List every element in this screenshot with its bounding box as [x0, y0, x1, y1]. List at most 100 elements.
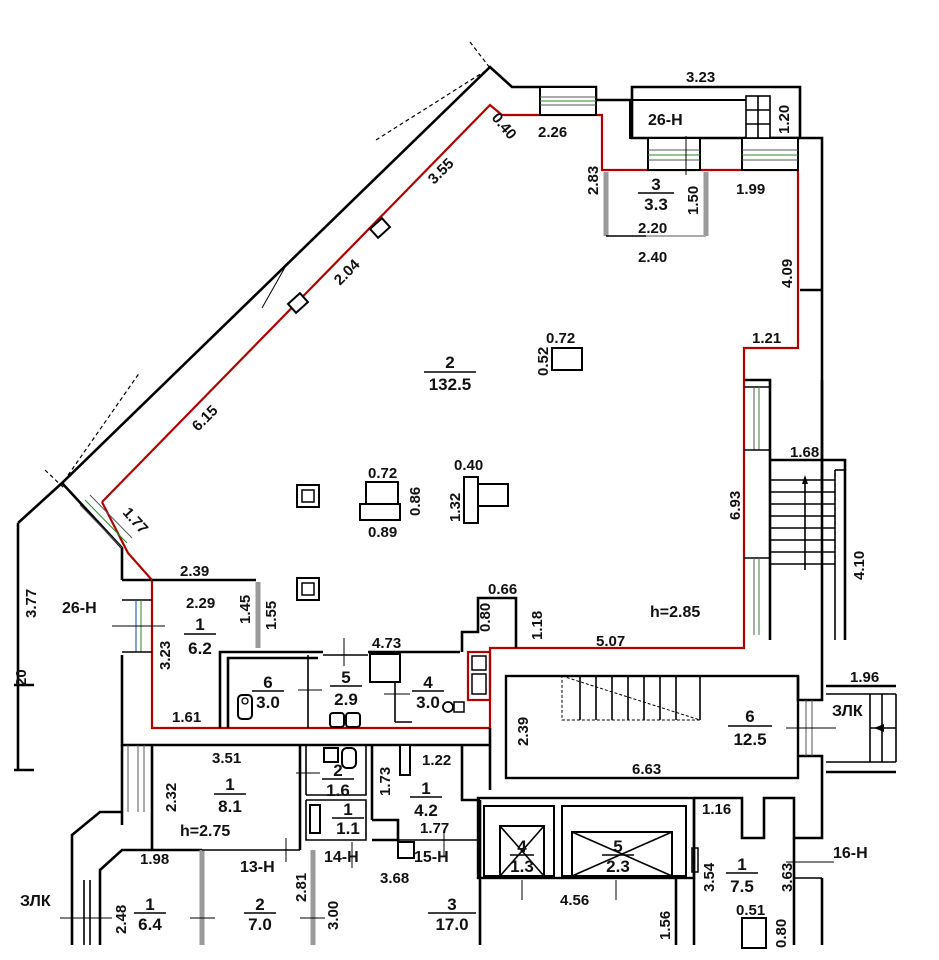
- projection-lines: [44, 41, 491, 489]
- svg-text:1: 1: [737, 855, 746, 874]
- dim: 0.80: [773, 919, 790, 948]
- unit-label-13h: 13-Н: [240, 859, 275, 876]
- unit-label-zlk-right: ЗЛК: [832, 703, 863, 720]
- column-5: [463, 476, 479, 524]
- dim: 1.77: [119, 504, 151, 537]
- dim: 2.83: [585, 166, 602, 195]
- dim: 3.77: [23, 589, 40, 618]
- dim: 1.73: [377, 767, 394, 796]
- svg-text:2: 2: [333, 761, 342, 780]
- stair-arrow-icon: [802, 475, 808, 484]
- dim: 4.09: [779, 259, 796, 288]
- svg-text:7.0: 7.0: [248, 915, 272, 934]
- room-top-3: 33.3: [638, 175, 674, 214]
- dim: 4.73: [372, 635, 401, 652]
- window-diagonal-left: [79, 494, 133, 549]
- dim: 1.21: [752, 330, 781, 347]
- room-bot-1-64: 16.4: [134, 895, 166, 934]
- room-low-1-11: 11.1: [332, 800, 364, 838]
- unit-label-zlk-left: ЗЛК: [20, 893, 51, 910]
- dim: 1.18: [529, 611, 546, 640]
- svg-text:3.0: 3.0: [256, 693, 280, 712]
- svg-text:4.2: 4.2: [414, 801, 438, 820]
- dim: 1.55: [263, 601, 280, 630]
- zlk-right-steps: [826, 684, 897, 774]
- dim: 2.32: [163, 783, 180, 812]
- window-left-lower: [127, 745, 145, 812]
- room-low-1-81: 18.1: [214, 775, 246, 816]
- window-right-1: [744, 386, 770, 451]
- dim: 4.10: [851, 551, 868, 580]
- dim: 3.63: [779, 863, 796, 892]
- dim: 2.29: [186, 595, 215, 612]
- svg-text:2.9: 2.9: [334, 690, 358, 709]
- room-right-1-75: 17.5: [726, 855, 758, 896]
- svg-text:6: 6: [745, 707, 754, 726]
- dim: 3.00: [325, 901, 342, 930]
- column-1: [551, 347, 583, 371]
- svg-text:2: 2: [255, 895, 264, 914]
- room-low-2-16: 21.6: [322, 761, 354, 800]
- door-ticks: [261, 136, 687, 900]
- window-top-1: [539, 86, 597, 116]
- dim: 3.55: [425, 155, 458, 188]
- svg-text:3.0: 3.0: [416, 693, 440, 712]
- svg-text:4: 4: [423, 673, 433, 692]
- dim: 5.07: [596, 633, 625, 650]
- columns: [286, 216, 583, 601]
- dim: 2.40: [638, 249, 667, 266]
- svg-text:4: 4: [517, 837, 527, 856]
- room-lift-5: 52.3: [602, 837, 634, 876]
- column-4-base: [359, 503, 401, 521]
- svg-text:12.5: 12.5: [733, 730, 766, 749]
- svg-text:1: 1: [225, 775, 234, 794]
- far-left-walls: [14, 683, 34, 772]
- window-right-2: [744, 557, 770, 635]
- ceiling-height-main: h=2.85: [650, 604, 700, 621]
- dim: 2.39: [180, 563, 209, 580]
- dim: 1.50: [685, 186, 702, 215]
- room-7-5-walls: [694, 796, 834, 949]
- dim: 1.77: [420, 820, 449, 837]
- dim: 1.56: [657, 911, 674, 940]
- svg-text:6.4: 6.4: [138, 915, 162, 934]
- stairs-small-top: [745, 95, 771, 139]
- svg-text:5: 5: [613, 837, 622, 856]
- dim: 0.72: [368, 465, 397, 482]
- dim: 1.16: [702, 801, 731, 818]
- room-lift-4: 41.3: [510, 837, 534, 876]
- unit-labels: 26-Н 26-Н 13-Н 14-Н 15-Н 16-Н ЗЛК ЗЛК h=…: [20, 112, 868, 910]
- dim: 6.93: [727, 491, 744, 520]
- room-wc-4: 43.0: [412, 673, 444, 712]
- stair-treads: [770, 479, 835, 565]
- dim: 2.20: [638, 220, 667, 237]
- svg-text:3.3: 3.3: [644, 195, 668, 214]
- svg-text:1: 1: [145, 895, 154, 914]
- dim: 3.54: [701, 862, 718, 892]
- dim: 0.40: [454, 457, 483, 474]
- dim: 0.51: [736, 902, 765, 919]
- lower-block-walls: [60, 744, 482, 945]
- dim: 3.51: [212, 750, 241, 767]
- svg-text:6.2: 6.2: [188, 639, 212, 658]
- dim: 4.56: [560, 892, 589, 909]
- unit-label-15h: 15-Н: [414, 849, 449, 866]
- dim: 1.22: [422, 752, 451, 769]
- corridor-walls: [152, 728, 492, 790]
- svg-text:2: 2: [445, 353, 454, 372]
- window-top-2: [647, 137, 701, 171]
- stair-room-6: [504, 650, 836, 800]
- room-bot-2-70: 27.0: [244, 895, 276, 934]
- window-left-26h: [112, 599, 165, 653]
- room-low-1-42: 14.2: [410, 779, 442, 820]
- unit-label-16h: 16-Н: [833, 845, 868, 862]
- svg-text:8.1: 8.1: [218, 797, 242, 816]
- dim: 1.61: [172, 709, 201, 726]
- dim: 0.52: [535, 347, 552, 376]
- svg-text:2.3: 2.3: [606, 857, 630, 876]
- windows: [79, 86, 799, 812]
- stair-steps: [579, 676, 701, 720]
- dim: 1.96: [850, 669, 879, 686]
- svg-text:1: 1: [343, 800, 352, 819]
